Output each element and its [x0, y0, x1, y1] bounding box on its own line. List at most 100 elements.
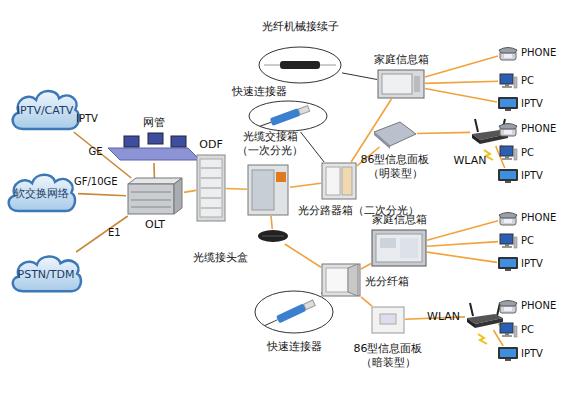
tv-icon [498, 169, 518, 183]
nms-computers [148, 133, 163, 144]
home-box-lower [372, 230, 426, 266]
fiber-link [361, 297, 372, 306]
node-label: OLT [126, 218, 184, 232]
node-label: IPTV [521, 169, 561, 183]
distribution-box [322, 264, 360, 296]
fiber-link [226, 188, 247, 190]
fiber-link [425, 81, 498, 83]
olt-chassis [131, 200, 171, 201]
phone-icon [499, 124, 517, 137]
nms-computers [124, 136, 139, 147]
nms-computers [171, 136, 186, 147]
fast-connector-picture [260, 122, 271, 126]
distribution-box [326, 268, 348, 292]
fast-connector-picture [298, 106, 309, 115]
fiber-link [76, 216, 128, 252]
panel-node: 86型信息面板 （明装型） [373, 121, 417, 147]
panel-surface [374, 122, 416, 146]
ellipse-outline [258, 46, 342, 84]
home-box-upper [414, 76, 420, 92]
fast-connector-picture [276, 303, 307, 323]
callout-ellipse: 光纤机械接续子 [258, 46, 342, 84]
node-label: PHONE [521, 211, 561, 225]
callout-ellipse: 快速连接器 [254, 290, 334, 334]
tv-icon [498, 347, 518, 361]
splitter-node: 光分路器箱（二次分光） [321, 162, 357, 200]
node-label: 家庭信息箱 [371, 213, 427, 227]
node-label: PSTN/TDM [8, 268, 84, 282]
tv-icon [498, 97, 518, 111]
cross-connect-cabinet [248, 165, 288, 215]
home-box-lower [372, 230, 426, 266]
fiber-link [427, 221, 498, 241]
cross-connect-cabinet [276, 172, 286, 182]
pc-icon [500, 74, 517, 88]
nms-computers [108, 148, 200, 160]
node-label: 网管 [125, 116, 182, 130]
edge-label: GF/10GE [74, 175, 118, 189]
tv-node: IPTV [497, 168, 519, 184]
tv-node: IPTV [497, 346, 519, 362]
panel-node: 86型信息面板 （暗装型） [372, 306, 405, 334]
tv-node: IPTV [497, 256, 519, 272]
pc-icon [500, 234, 517, 248]
mechanical-splice-picture [320, 65, 336, 66]
node-label: WLAN [427, 310, 463, 324]
closure-node: 光缆接头盒 [258, 229, 288, 244]
fast-connector-picture [265, 320, 278, 326]
node-label: 光分纤箱 [365, 275, 415, 289]
phone-node: PHONE [498, 210, 518, 226]
wlan-router [467, 303, 503, 328]
odf-rack [201, 178, 221, 179]
node-label: WLAN [450, 154, 490, 168]
fast-connector-picture [263, 299, 315, 329]
node-label: PHONE [521, 122, 561, 136]
mechanical-splice-picture [264, 65, 280, 66]
home-box-lower [376, 234, 422, 262]
olt-chassis [128, 178, 182, 214]
phone-icon [499, 48, 517, 61]
odf-rack [201, 188, 221, 189]
node-label: 光缆接头盒 [184, 251, 256, 265]
phone-icon [499, 213, 517, 226]
olt-chassis [174, 178, 182, 214]
network-cloud: PSTN/TDM [8, 252, 84, 294]
node-label: PHONE [521, 46, 561, 60]
node-label: PC [521, 146, 561, 160]
home-box-upper [382, 74, 412, 94]
fiber-link [417, 132, 470, 133]
nms-computers [108, 133, 200, 160]
odf-rack [200, 159, 222, 217]
fast-connector-picture [304, 300, 316, 310]
phone-node: PHONE [498, 298, 518, 314]
node-label: IPTV/CATV [8, 104, 82, 118]
panel-flush [372, 307, 404, 333]
wireless-bolt [478, 334, 487, 344]
fiber-link [285, 244, 321, 267]
edge-label: GE [89, 145, 103, 159]
fiber-link [427, 242, 498, 247]
router-node: WLAN [470, 118, 510, 146]
node-label: PC [521, 74, 561, 88]
ellipse-outline [254, 290, 334, 334]
nms-node: 网管 [105, 133, 202, 163]
fiber-link [78, 194, 126, 196]
olt-chassis [131, 192, 171, 193]
home-box-lower [400, 238, 418, 258]
phone-icon [499, 48, 517, 314]
panel-flush [380, 314, 396, 324]
pc-node: PC [498, 73, 518, 89]
splice-closure [262, 236, 284, 237]
odf-rack [201, 198, 221, 199]
mechanical-splice-picture [280, 61, 320, 69]
home-box-node: 家庭信息箱 [371, 229, 427, 267]
splice-closure [258, 230, 288, 242]
phone-icon [499, 301, 517, 314]
home-box-lower [380, 238, 396, 248]
node-label: IPTV [521, 347, 561, 361]
olt-chassis [131, 207, 171, 208]
tv-node: IPTV [497, 96, 519, 112]
node-label: PHONE [521, 299, 561, 313]
pc-icon [500, 74, 517, 337]
